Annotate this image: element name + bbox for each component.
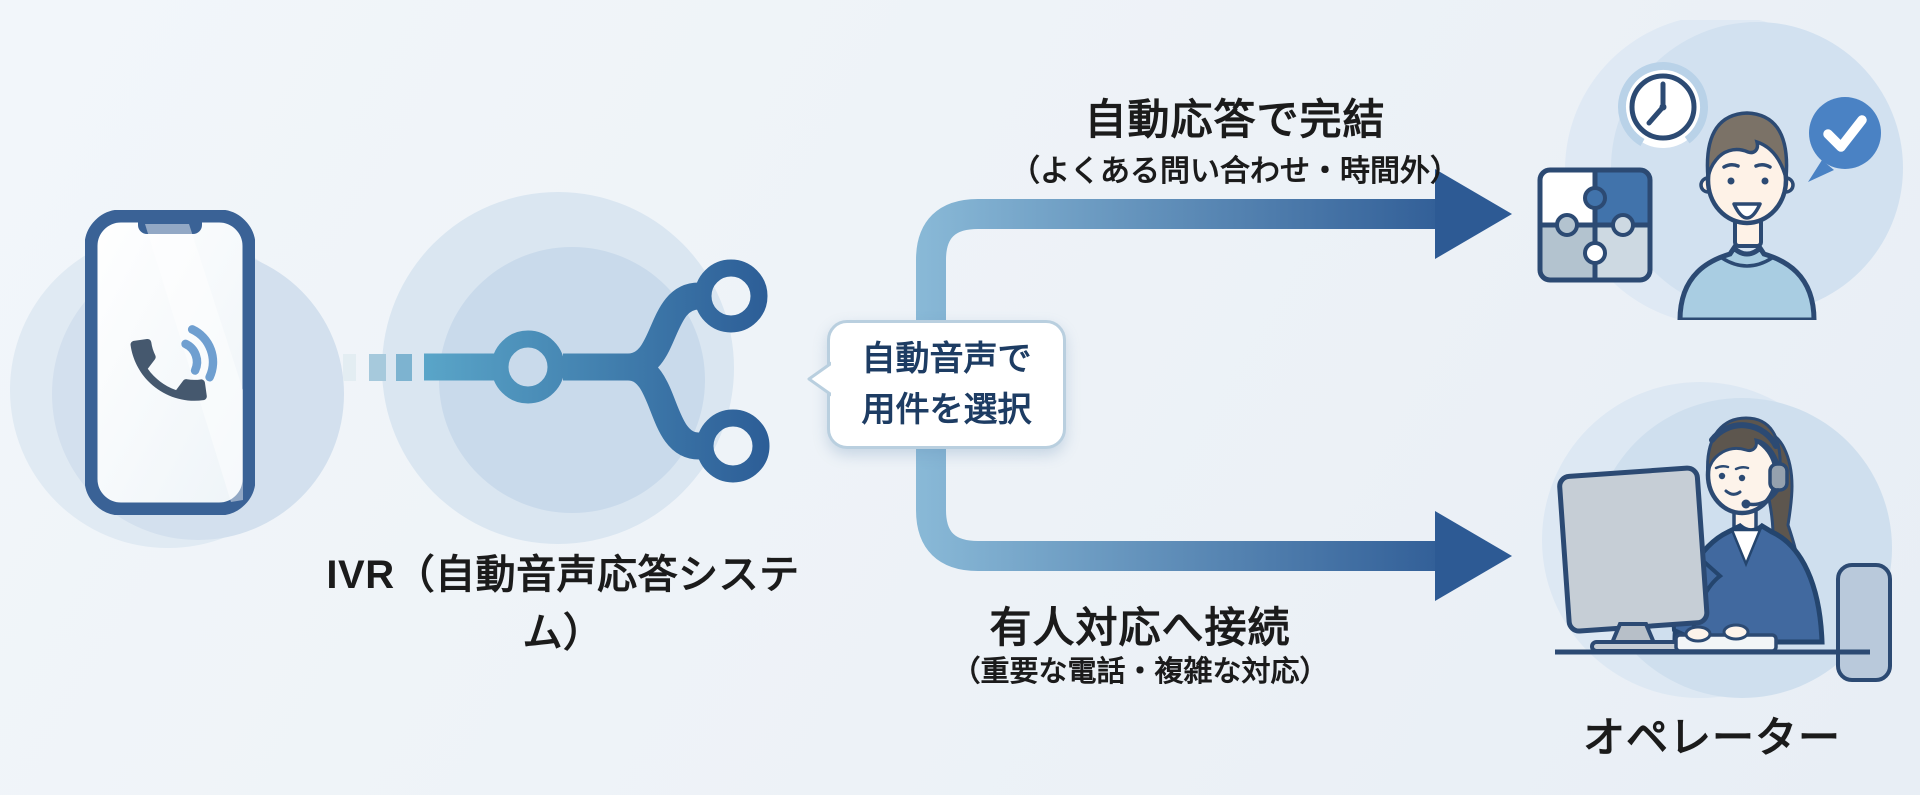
signal-waves-icon xyxy=(181,325,218,382)
puzzle-icon xyxy=(1537,167,1653,283)
operator-label: オペレーター xyxy=(1582,714,1841,761)
check-badge-icon xyxy=(1808,97,1881,182)
headset-icon xyxy=(1709,422,1789,509)
man-hair xyxy=(1705,111,1789,179)
operator-hand-left xyxy=(1684,625,1712,643)
human-route-title: 有人対応へ接続 xyxy=(989,604,1291,651)
phone-notch xyxy=(138,213,202,234)
man-figure xyxy=(1677,111,1817,320)
dashed-signal-icon xyxy=(343,354,412,381)
handset-icon xyxy=(130,338,207,401)
call-branch-icon xyxy=(424,259,770,483)
smartphone-call-icon xyxy=(85,210,255,515)
operator-woman-illustration xyxy=(1542,382,1892,698)
human-route-subtitle: （重要な電話・複雑な対応） xyxy=(951,656,1329,688)
monitor-icon xyxy=(1557,465,1710,634)
operator-hand-right xyxy=(1722,623,1750,641)
man-shirt xyxy=(1677,244,1817,320)
operator-shirt xyxy=(1730,528,1762,568)
chair-backrest xyxy=(1836,563,1892,682)
auto-route-subtitle: （よくある問い合わせ・時間外） xyxy=(1010,155,1460,188)
ivr-label: IVR（自動音声応答システム） xyxy=(326,553,800,655)
man-smile xyxy=(1732,202,1762,220)
arrowhead-top xyxy=(1435,169,1512,259)
bubble-text-line1: 自動音声で xyxy=(861,339,1032,378)
bubble-text-line2: 用件を選択 xyxy=(861,390,1032,429)
bubble-tail xyxy=(807,360,835,398)
voice-guidance-bubble: 自動音声で 用件を選択 xyxy=(807,320,1066,449)
customer-man-illustration xyxy=(1537,20,1903,320)
arrowhead-bottom xyxy=(1435,511,1512,601)
clock-icon xyxy=(1618,61,1708,152)
auto-route-title: 自動応答で完結 xyxy=(1084,96,1386,143)
